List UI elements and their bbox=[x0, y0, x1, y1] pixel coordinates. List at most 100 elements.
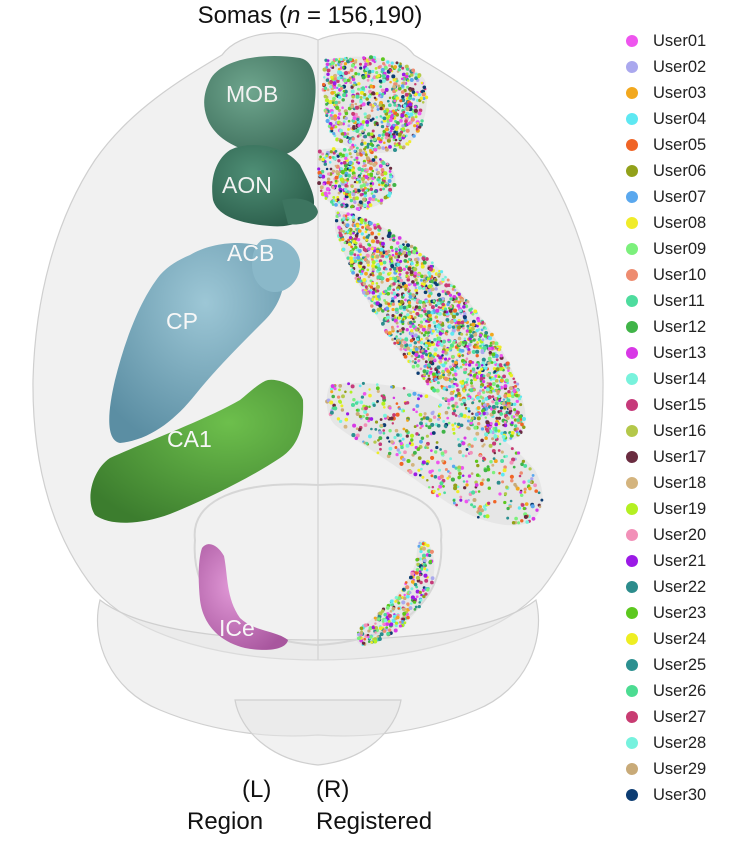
soma-point bbox=[417, 544, 421, 548]
right-caption: Registered bbox=[316, 808, 433, 835]
soma-point bbox=[350, 63, 355, 68]
soma-point bbox=[471, 322, 476, 327]
soma-point bbox=[409, 433, 415, 438]
soma-point bbox=[403, 259, 408, 263]
soma-point bbox=[460, 402, 464, 406]
soma-point bbox=[477, 490, 481, 493]
soma-point bbox=[438, 403, 442, 407]
soma-point bbox=[475, 363, 479, 367]
soma-point bbox=[375, 249, 380, 254]
soma-point bbox=[470, 444, 474, 448]
soma-point bbox=[359, 626, 364, 631]
legend-item: User03 bbox=[626, 82, 731, 108]
soma-point bbox=[423, 567, 427, 571]
soma-point bbox=[347, 228, 351, 232]
soma-point bbox=[506, 404, 511, 409]
soma-point bbox=[515, 486, 520, 491]
soma-point bbox=[349, 198, 354, 203]
soma-point bbox=[362, 162, 366, 165]
soma-point bbox=[410, 117, 415, 122]
soma-point bbox=[405, 142, 409, 146]
soma-point bbox=[440, 384, 443, 388]
soma-point bbox=[492, 441, 497, 446]
soma-point bbox=[466, 324, 470, 328]
soma-point bbox=[408, 294, 413, 299]
soma-point bbox=[405, 594, 410, 599]
soma-point bbox=[334, 175, 339, 180]
soma-point bbox=[373, 616, 377, 620]
soma-point bbox=[355, 105, 360, 110]
soma-point bbox=[390, 65, 394, 68]
soma-point bbox=[338, 95, 342, 99]
soma-point bbox=[427, 486, 431, 489]
soma-point bbox=[476, 366, 479, 370]
soma-point bbox=[396, 325, 399, 328]
soma-point bbox=[407, 252, 412, 256]
soma-point bbox=[419, 542, 423, 546]
soma-point bbox=[460, 465, 465, 470]
soma-point bbox=[343, 424, 348, 429]
soma-point bbox=[498, 442, 502, 446]
soma-point bbox=[415, 557, 419, 562]
soma-point bbox=[325, 167, 329, 171]
legend-item: User30 bbox=[626, 784, 731, 810]
soma-point bbox=[424, 353, 429, 357]
soma-point bbox=[484, 396, 489, 401]
soma-point bbox=[371, 169, 375, 173]
soma-point bbox=[370, 109, 374, 112]
soma-point bbox=[482, 443, 486, 446]
soma-point bbox=[348, 139, 352, 144]
soma-point bbox=[353, 149, 357, 153]
soma-point bbox=[516, 388, 519, 392]
soma-point bbox=[433, 475, 438, 479]
soma-point bbox=[329, 85, 333, 89]
soma-point bbox=[325, 65, 329, 69]
soma-point bbox=[502, 405, 507, 410]
soma-point bbox=[432, 415, 437, 419]
legend-swatch bbox=[626, 347, 638, 359]
soma-point bbox=[344, 116, 348, 121]
soma-point bbox=[528, 486, 532, 491]
legend-swatch bbox=[626, 659, 638, 671]
soma-point bbox=[386, 138, 391, 143]
soma-point bbox=[369, 285, 374, 289]
soma-point bbox=[438, 312, 442, 316]
soma-point bbox=[398, 142, 401, 145]
soma-point bbox=[427, 339, 430, 342]
soma-point bbox=[373, 440, 377, 444]
soma-point bbox=[437, 306, 441, 309]
soma-point bbox=[505, 485, 509, 489]
legend-swatch bbox=[626, 529, 638, 541]
soma-point bbox=[334, 219, 339, 223]
soma-point bbox=[394, 138, 398, 142]
legend-label: User14 bbox=[653, 370, 707, 388]
soma-point bbox=[487, 336, 493, 341]
figure-title: Somas (n = 156,190) bbox=[0, 2, 620, 30]
soma-point bbox=[422, 594, 426, 599]
soma-point bbox=[337, 191, 341, 195]
soma-point bbox=[337, 112, 342, 116]
soma-point bbox=[444, 397, 448, 401]
soma-point bbox=[428, 275, 432, 278]
legend-swatch bbox=[626, 165, 638, 177]
soma-point bbox=[443, 449, 448, 454]
soma-point bbox=[456, 325, 461, 330]
soma-point bbox=[346, 212, 350, 216]
soma-point bbox=[424, 344, 428, 348]
soma-point bbox=[323, 191, 328, 196]
soma-point bbox=[369, 184, 373, 188]
soma-point bbox=[376, 136, 381, 141]
soma-point bbox=[442, 485, 445, 488]
soma-point bbox=[323, 156, 327, 160]
soma-point bbox=[396, 276, 401, 281]
soma-point bbox=[481, 338, 485, 342]
soma-point bbox=[356, 636, 361, 641]
soma-point bbox=[459, 365, 463, 369]
legend-swatch bbox=[626, 243, 638, 255]
soma-point bbox=[421, 327, 426, 332]
soma-point bbox=[460, 332, 464, 336]
soma-point bbox=[366, 132, 371, 137]
soma-point bbox=[363, 128, 367, 132]
soma-point bbox=[375, 121, 379, 126]
soma-point bbox=[410, 463, 415, 467]
